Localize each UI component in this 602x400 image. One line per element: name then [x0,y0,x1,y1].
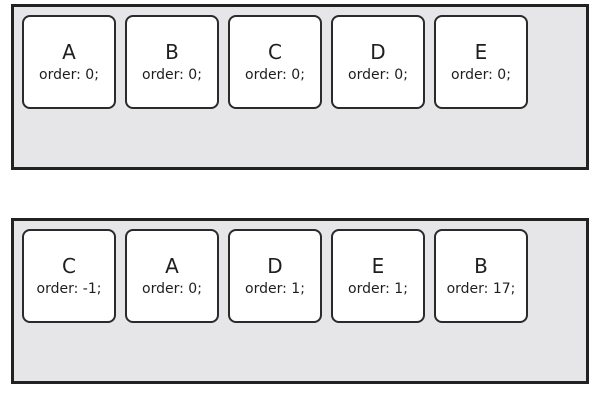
item-order-label: order: 0; [245,67,305,83]
flex-item-box: B order: 17; [434,229,528,323]
item-order-label: order: 0; [142,281,202,297]
item-order-label: order: 0; [451,67,511,83]
item-letter: B [474,254,488,278]
flex-item-box: A order: 0; [125,229,219,323]
item-letter: C [62,254,76,278]
flex-item-box: D order: 1; [228,229,322,323]
item-order-label: order: 1; [245,281,305,297]
item-letter: A [165,254,179,278]
item-letter: D [370,40,386,64]
flex-item-box: D order: 0; [331,15,425,109]
item-letter: B [165,40,179,64]
item-letter: A [62,40,76,64]
item-order-label: order: 0; [348,67,408,83]
flex-item-box: B order: 0; [125,15,219,109]
item-order-label: order: 1; [348,281,408,297]
item-order-label: order: 17; [446,281,516,297]
item-letter: E [474,40,488,64]
item-order-label: order: 0; [142,67,202,83]
flex-items-row: C order: -1; A order: 0; D order: 1; E o… [22,229,528,323]
flex-item-box: C order: 0; [228,15,322,109]
item-letter: D [267,254,283,278]
flex-item-box: E order: 1; [331,229,425,323]
flex-container-default-order: A order: 0; B order: 0; C order: 0; D or… [11,4,589,170]
flex-item-box: C order: -1; [22,229,116,323]
item-order-label: order: 0; [39,67,99,83]
item-letter: E [371,254,385,278]
flex-container-custom-order: C order: -1; A order: 0; D order: 1; E o… [11,218,589,384]
flex-item-box: E order: 0; [434,15,528,109]
flex-item-box: A order: 0; [22,15,116,109]
item-order-label: order: -1; [36,281,102,297]
flex-items-row: A order: 0; B order: 0; C order: 0; D or… [22,15,528,109]
item-letter: C [268,40,282,64]
